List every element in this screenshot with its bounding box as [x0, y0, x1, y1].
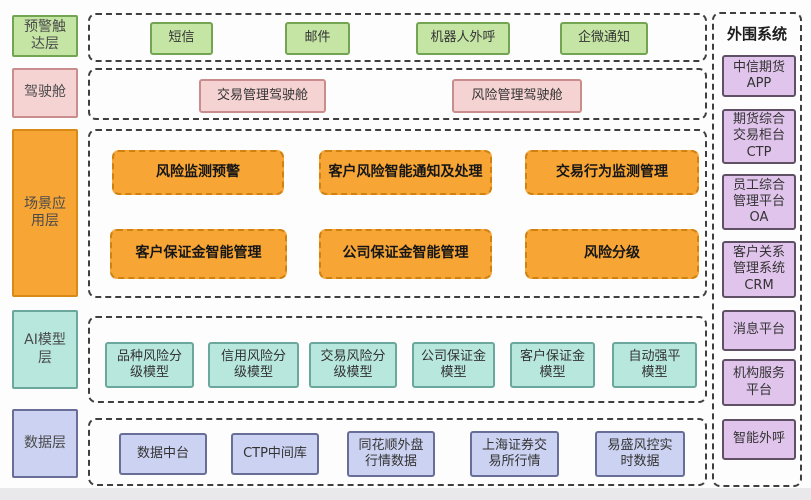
peripheral-systems-panel: 外围系统 中信期货 APP 期货综合 交易柜台 CTP 员工综合 管理平台 OA…	[712, 12, 802, 487]
cockpit-layer-container: 交易管理驾驶舱 风险管理驾驶舱	[88, 68, 707, 120]
ai-item-variety-risk-model: 品种风险分 级模型	[105, 342, 194, 388]
alert-item-wecom-notice: 企微通知	[560, 22, 648, 55]
ai-model-layer-container: 品种风险分 级模型 信用风险分 级模型 交易风险分 级模型 公司保证金 模型 客…	[88, 316, 707, 403]
scenario-item-company-margin-mgmt: 公司保证金智能管理	[319, 229, 492, 279]
scenario-item-risk-grading: 风险分级	[525, 229, 699, 279]
layer-label-data: 数据层	[12, 409, 78, 478]
alert-layer-container: 短信 邮件 机器人外呼 企微通知	[88, 13, 707, 62]
layer-label-cockpit: 驾驶舱	[12, 68, 78, 118]
peripheral-item-institution-service: 机构服务 平台	[722, 359, 796, 406]
alert-item-sms: 短信	[150, 22, 213, 55]
scenario-item-client-risk-notify: 客户风险智能通知及处理	[319, 150, 492, 195]
peripheral-item-smart-outbound: 智能外呼	[722, 419, 796, 460]
ai-item-credit-risk-model: 信用风险分 级模型	[208, 342, 299, 388]
layer-label-alert: 预警触 达层	[12, 15, 78, 57]
data-item-ctp-middleware: CTP中间库	[231, 433, 319, 475]
ai-item-company-margin-model: 公司保证金 模型	[412, 342, 495, 388]
scenario-item-client-margin-mgmt: 客户保证金智能管理	[110, 229, 287, 279]
layer-label-scenario: 场景应 用层	[12, 129, 78, 297]
cockpit-item-trading: 交易管理驾驶舱	[199, 79, 326, 113]
ai-item-trade-risk-model: 交易风险分 级模型	[309, 342, 397, 388]
data-item-esunny-risk-data: 易盛风控实 时数据	[595, 431, 685, 477]
data-layer-container: 数据中台 CTP中间库 同花顺外盘 行情数据 上海证券交 易所行情 易盛风控实 …	[88, 418, 707, 486]
alert-item-email: 邮件	[285, 22, 350, 55]
peripheral-item-message-platform: 消息平台	[722, 310, 796, 351]
cockpit-item-risk: 风险管理驾驶舱	[452, 79, 582, 113]
ai-item-auto-liquidation-model: 自动强平 模型	[612, 342, 697, 388]
peripheral-item-crm-system: 客户关系 管理系统 CRM	[722, 241, 796, 298]
data-item-sse-market-data: 上海证券交 易所行情	[470, 431, 559, 477]
scenario-layer-container: 风险监测预警 客户风险智能通知及处理 交易行为监测管理 客户保证金智能管理 公司…	[88, 129, 707, 298]
peripheral-item-ctp-counter: 期货综合 交易柜台 CTP	[722, 109, 796, 164]
layer-label-ai-model: AI模型 层	[12, 310, 78, 389]
data-item-ths-market-data: 同花顺外盘 行情数据	[347, 431, 435, 477]
data-item-data-platform: 数据中台	[119, 433, 207, 475]
alert-item-robot-call: 机器人外呼	[416, 22, 510, 55]
ai-item-client-margin-model: 客户保证金 模型	[510, 342, 595, 388]
scenario-item-risk-monitor-warning: 风险监测预警	[112, 150, 284, 195]
peripheral-item-citic-futures-app: 中信期货 APP	[722, 55, 796, 97]
scenario-item-trade-behavior-monitor: 交易行为监测管理	[525, 150, 699, 195]
peripheral-item-oa-platform: 员工综合 管理平台 OA	[722, 174, 796, 230]
peripheral-systems-title: 外围系统	[726, 24, 787, 43]
bottom-margin	[0, 488, 811, 500]
